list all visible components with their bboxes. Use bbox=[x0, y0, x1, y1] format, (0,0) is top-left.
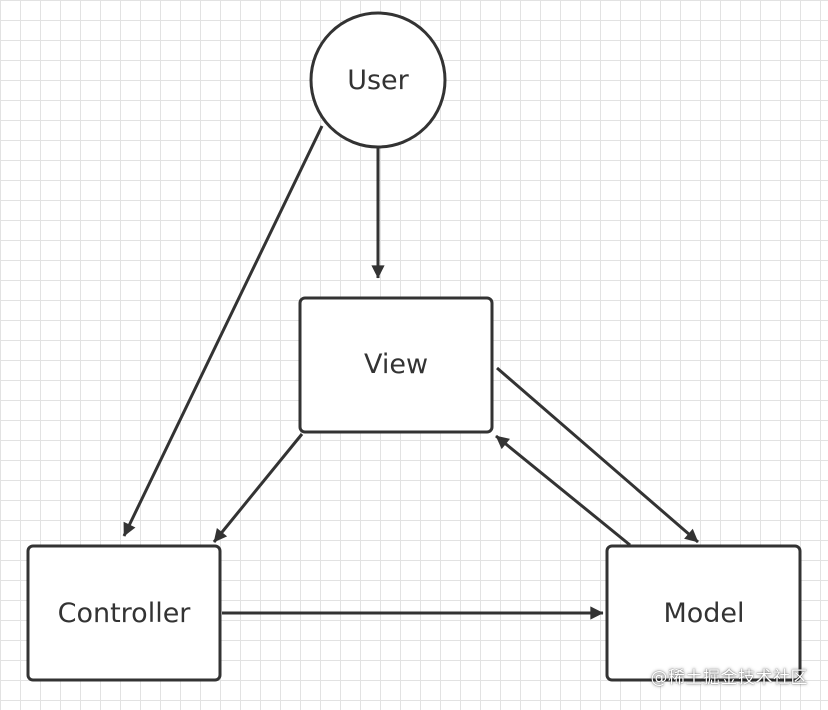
edges bbox=[122, 125, 699, 620]
view-box bbox=[298, 296, 494, 434]
user-label: User bbox=[347, 65, 409, 96]
node-model: Model bbox=[605, 544, 802, 682]
controller-box bbox=[26, 544, 222, 682]
edge-view-to-model bbox=[496, 366, 699, 544]
node-view: View bbox=[298, 296, 494, 434]
controller-label: Controller bbox=[58, 598, 192, 629]
node-user: User bbox=[309, 11, 447, 149]
view-label: View bbox=[364, 349, 428, 380]
user-circle bbox=[309, 11, 447, 149]
model-box bbox=[605, 544, 802, 682]
model-label: Model bbox=[663, 598, 744, 629]
edge-user-to-controller bbox=[122, 125, 324, 537]
edge-model-to-view bbox=[495, 434, 631, 547]
edge-view-to-controller bbox=[212, 433, 304, 543]
watermark: @稀土掘金技术社区 bbox=[650, 668, 808, 688]
node-controller: Controller bbox=[26, 544, 222, 682]
